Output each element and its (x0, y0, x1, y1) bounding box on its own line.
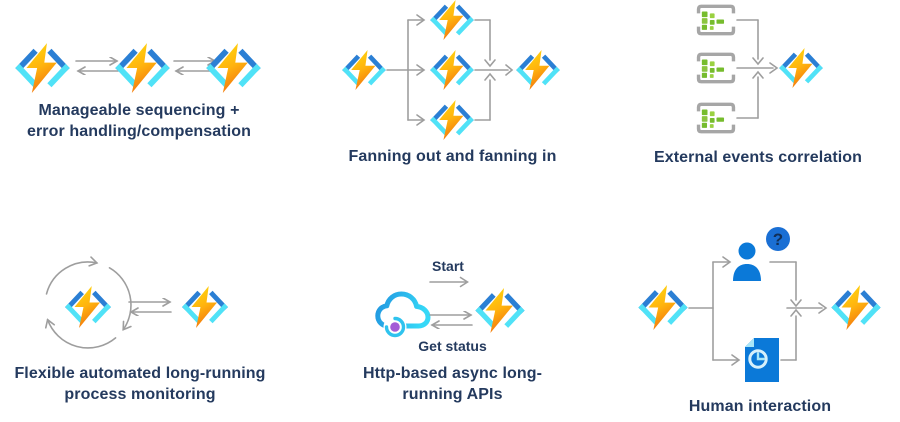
fan-out-fan-in-caption: Fanning out and fanning in (348, 148, 557, 165)
sequencing-caption-line1: Manageable sequencing + (38, 102, 240, 119)
connector-lines (688, 256, 828, 366)
question-badge-icon: ? (766, 227, 790, 251)
external-events-diagram (696, 4, 900, 134)
cycle-arrows-icon (44, 256, 132, 349)
azure-function-icon (345, 50, 382, 90)
azure-function-icon (433, 50, 470, 90)
azure-function-icon (782, 48, 819, 88)
human-interaction-caption: Human interaction (688, 398, 832, 415)
double-arrow-icon (75, 57, 119, 75)
double-arrow-icon (128, 298, 172, 316)
azure-function-icon (433, 100, 470, 140)
connector-lines (429, 276, 469, 288)
azure-function-icon (642, 285, 684, 330)
get-status-label: Get status (418, 338, 487, 354)
sequencing-diagram (0, 38, 300, 108)
async-http-caption: Http-based async long- running APIs (340, 363, 565, 405)
azure-function-icon (433, 0, 470, 40)
double-arrow-icon (429, 311, 473, 329)
async-http-diagram (375, 276, 575, 339)
azure-function-icon (835, 285, 877, 330)
connector-lines (736, 19, 779, 119)
azure-function-icon (210, 43, 256, 93)
azure-function-icon (19, 43, 65, 93)
monitoring-caption-line1: Flexible automated long-running (14, 365, 266, 382)
sequencing-caption-line2: error handling/compensation (26, 123, 252, 140)
azure-function-icon (519, 50, 556, 90)
azure-function-icon (69, 286, 108, 328)
event-source-icon (696, 4, 736, 36)
external-events-caption: External events correlation (653, 149, 863, 166)
question-mark-glyph: ? (773, 230, 783, 249)
fan-out-fan-in-diagram (300, 0, 600, 142)
async-http-caption-line2: running APIs (402, 386, 503, 403)
cloud-api-icon (375, 291, 431, 339)
monitoring-caption-line2: process monitoring (64, 386, 216, 403)
event-source-icon (696, 102, 736, 134)
azure-function-icon (119, 43, 165, 93)
document-clock-icon (745, 338, 779, 382)
sequencing-caption: Manageable sequencing + error handling/c… (0, 100, 278, 142)
azure-function-icon (479, 288, 521, 333)
azure-function-icon (186, 286, 225, 328)
event-source-icon (696, 52, 736, 84)
person-icon (733, 242, 761, 281)
start-label: Start (432, 258, 464, 274)
async-http-caption-line1: Http-based async long- (362, 365, 543, 382)
connector-lines (386, 14, 514, 126)
human-interaction-diagram: ? (600, 227, 900, 382)
monitoring-caption: Flexible automated long-running process … (0, 363, 280, 405)
monitoring-diagram (44, 256, 290, 349)
